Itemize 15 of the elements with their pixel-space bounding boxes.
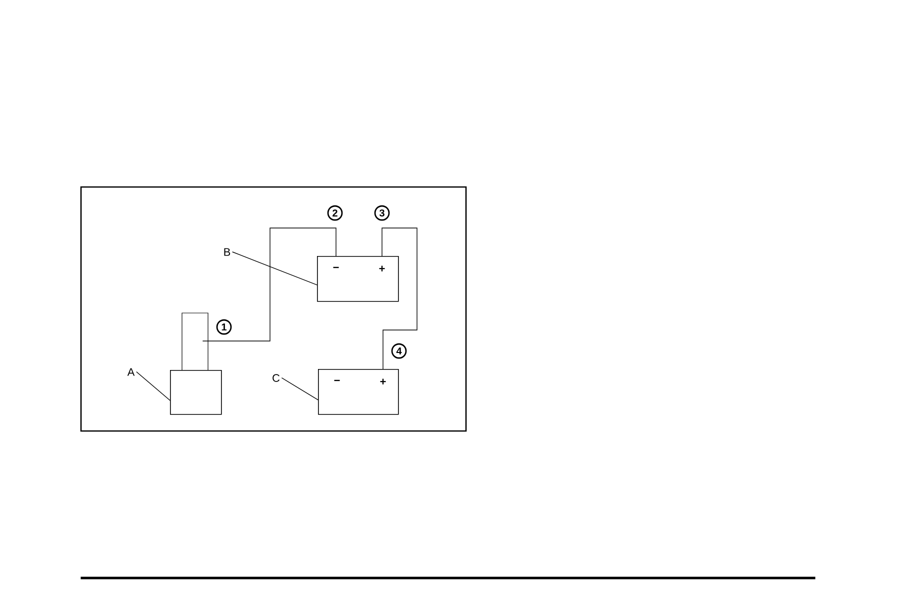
leader-line [282, 378, 318, 400]
battery: − + [317, 256, 399, 302]
cable [382, 228, 418, 370]
engine-block [170, 312, 222, 415]
battery: − + [318, 369, 399, 415]
leader-line [232, 252, 318, 286]
part-letter: B [224, 248, 230, 256]
cable [202, 228, 336, 342]
callout-number: 1 [216, 319, 232, 335]
callout-number: 2 [327, 205, 343, 221]
part-letter: A [127, 368, 135, 376]
part-letter: C [272, 374, 280, 382]
leader-line [136, 372, 170, 401]
callout-number: 4 [391, 343, 407, 359]
callout-number: 3 [374, 205, 390, 221]
